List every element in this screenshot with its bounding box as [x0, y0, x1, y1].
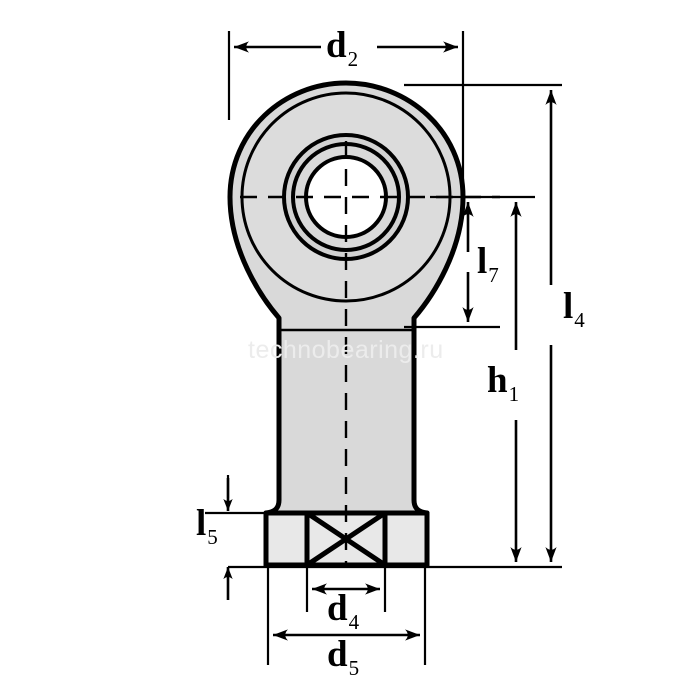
dimension-label-l5: l5 [196, 503, 218, 549]
dimension-label-d4: d4 [327, 588, 360, 634]
dimension-annotations [205, 31, 562, 665]
dimension-label-h1: h1 [487, 360, 520, 406]
dimension-label-d2: d2 [326, 25, 359, 71]
dimension-label-d5: d5 [327, 634, 360, 680]
dimension-line-l5 [205, 475, 270, 600]
bearing-body [227, 80, 500, 568]
dimension-label-l4: l4 [563, 286, 585, 332]
dimension-label-l7: l7 [477, 241, 499, 287]
